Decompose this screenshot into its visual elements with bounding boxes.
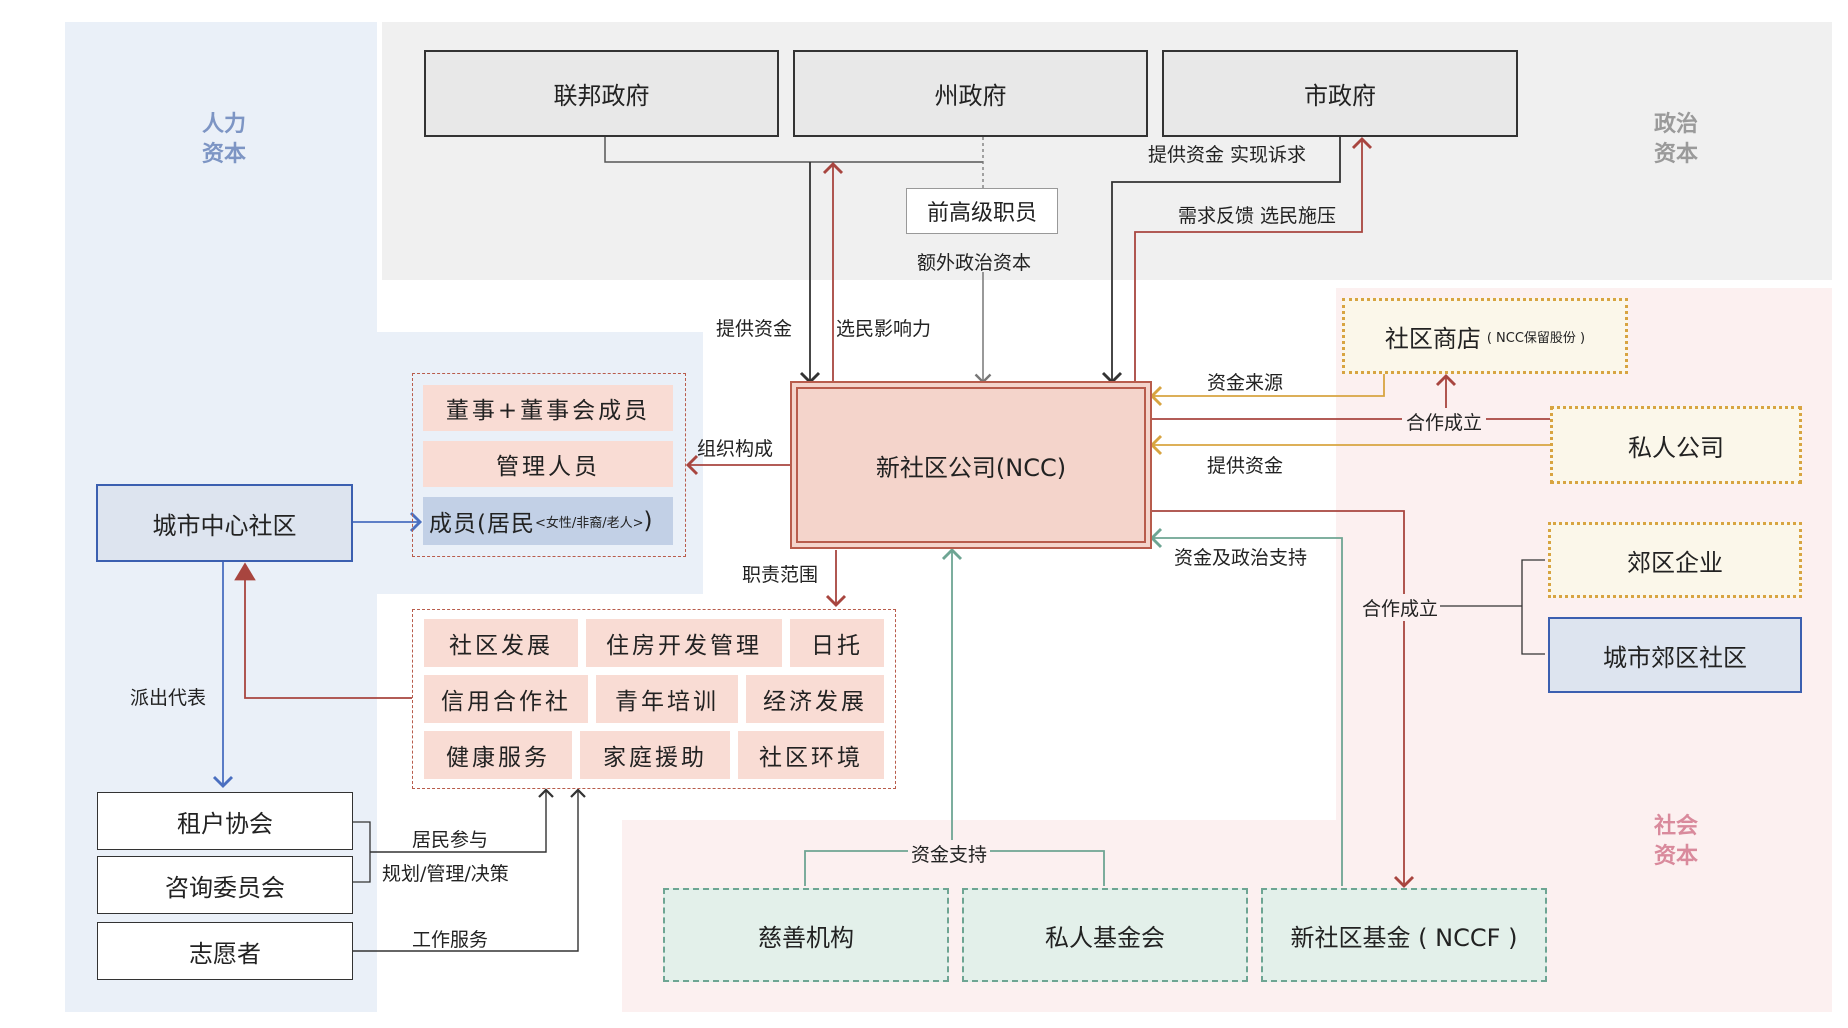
scope-economic-development: 经济发展 <box>746 675 884 723</box>
former-staff-box: 前高级职员 <box>906 188 1058 234</box>
nccf-box: 新社区基金 ( NCCF ) <box>1261 888 1547 982</box>
tenants-association: 租户协会 <box>97 792 353 850</box>
scope-community-development: 社区发展 <box>424 619 578 667</box>
org-structure-group <box>412 373 686 557</box>
work-service-label: 工作服务 <box>412 929 489 951</box>
scope-feedback-arrow <box>234 562 412 699</box>
org-structure-label: 组织构成 <box>697 438 774 460</box>
scope-label: 职责范围 <box>742 564 819 586</box>
suburban-bracket <box>1521 559 1545 655</box>
members-note: <女性/非裔/老人> <box>534 515 644 531</box>
private-company: 私人公司 <box>1550 406 1802 484</box>
fund-source-label: 资金来源 <box>1207 372 1284 394</box>
community-store: 社区商店( NCC保留股份 ) <box>1342 298 1628 374</box>
fund-political-arrow <box>1149 527 1343 886</box>
feedback-pressure-label: 需求反馈 选民施压 <box>1178 205 1337 227</box>
inner-city-community: 城市中心社区 <box>96 484 353 562</box>
scope-housing: 住房开发管理 <box>586 619 782 667</box>
suburban-business: 郊区企业 <box>1548 522 1802 598</box>
provide-funds-label-2: 提供资金 <box>1207 455 1284 477</box>
federal-government: 联邦政府 <box>424 50 779 137</box>
provide-funds-label: 提供资金 <box>716 318 793 340</box>
participation-label: 居民参与 <box>412 829 489 851</box>
advisory-committee: 咨询委员会 <box>97 856 353 914</box>
nccf-cooperation-arrow <box>1148 510 1415 889</box>
scope-daycare: 日托 <box>790 619 884 667</box>
participation-bracket <box>353 821 371 883</box>
cooperation-label-2: 合作成立 <box>1360 594 1441 621</box>
city-government: 市政府 <box>1162 50 1518 137</box>
social-capital-title: 社会 资本 <box>1653 814 1698 869</box>
human-capital-title: 人力 资本 <box>201 112 246 167</box>
city-funding-arrow <box>1101 137 1341 385</box>
private-foundation: 私人基金会 <box>962 888 1248 982</box>
scope-community-environment: 社区环境 <box>738 731 884 779</box>
fund-political-label: 资金及政治支持 <box>1174 547 1308 569</box>
funding-support-label: 资金支持 <box>908 840 991 867</box>
scope-youth-training: 青年培训 <box>596 675 738 723</box>
volunteers: 志愿者 <box>97 922 353 980</box>
members: 成员(居民<女性/非裔/老人>) <box>423 497 673 545</box>
voter-influence-label: 选民影响力 <box>836 318 932 340</box>
participation-arrow <box>370 788 554 853</box>
scope-family-assistance: 家庭援助 <box>580 731 730 779</box>
store-note: ( NCC保留股份 ) <box>1486 330 1586 346</box>
planning-label: 规划/管理/决策 <box>382 863 509 885</box>
gov-bracket-line <box>604 137 983 163</box>
suburban-community: 城市郊区社区 <box>1548 617 1802 693</box>
scope-credit-union: 信用合作社 <box>424 675 588 723</box>
extra-political-label: 额外政治资本 <box>917 252 1032 274</box>
funding-advocacy-label: 提供资金 实现诉求 <box>1148 144 1307 166</box>
scope-health-services: 健康服务 <box>424 731 572 779</box>
scope-group <box>412 609 896 789</box>
work-service-arrow <box>353 788 586 952</box>
state-government: 州政府 <box>793 50 1148 137</box>
fund-source-arrow <box>1149 374 1385 407</box>
board-members: 董事+董事会成员 <box>423 385 673 431</box>
voter-pressure-arrow <box>1134 136 1373 382</box>
political-capital-title: 政治 资本 <box>1653 112 1698 167</box>
charity-organizations: 慈善机构 <box>663 888 949 982</box>
cooperation-label-1: 合作成立 <box>1402 408 1487 435</box>
managers: 管理人员 <box>423 441 673 487</box>
ncc-box: 新社区公司(NCC) <box>796 387 1146 543</box>
delegate-label: 派出代表 <box>130 687 207 709</box>
